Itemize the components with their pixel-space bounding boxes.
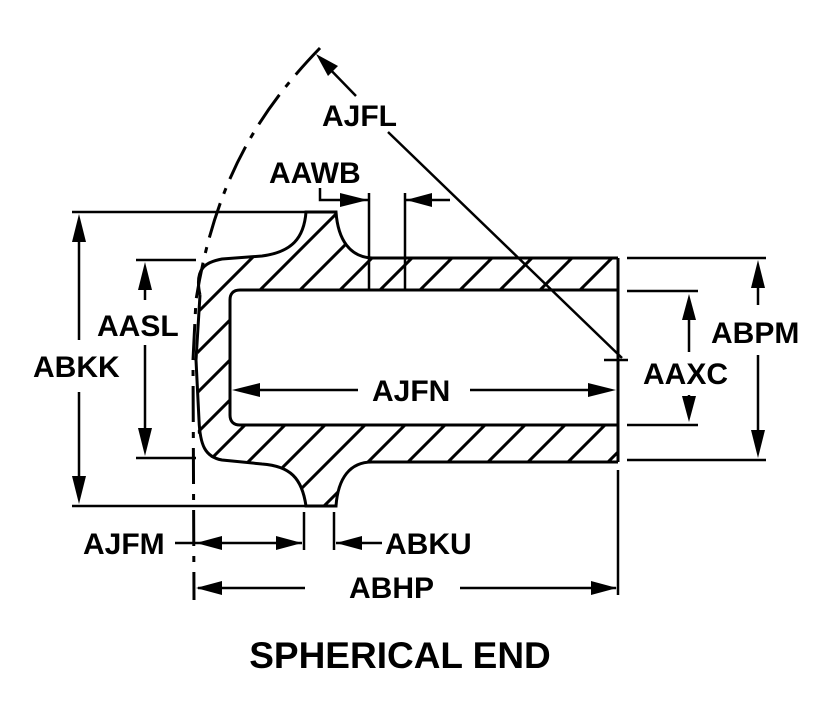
hatch-line	[197, 212, 312, 506]
label-abpm: ABPM	[711, 317, 799, 350]
ajfm-abku-dimension: AJFM ABKU	[83, 512, 472, 561]
hatch-line	[588, 212, 618, 506]
hatch-line	[197, 212, 392, 506]
label-ajfl: AJFL	[322, 100, 397, 133]
hatch-line	[548, 212, 618, 506]
spherical-radius-arc	[191, 46, 322, 601]
hatch-line	[670, 200, 840, 600]
hatch-line	[508, 212, 618, 506]
aaxc-dimension: AAXC	[627, 289, 728, 427]
hatch-line	[197, 212, 352, 506]
hatch-line	[630, 200, 840, 600]
label-abku: ABKU	[385, 528, 472, 561]
label-ajfm: AJFM	[83, 528, 165, 561]
figure-title: SPHERICAL END	[249, 635, 551, 676]
hatch-line	[750, 200, 840, 600]
part-outline	[194, 210, 620, 508]
label-aaxc: AAXC	[643, 358, 728, 391]
hatch-line	[468, 212, 618, 506]
ajfl-dimension: AJFL	[316, 54, 628, 362]
hatch-line	[790, 200, 840, 600]
label-abhp: ABHP	[349, 572, 434, 605]
label-ajfn: AJFN	[372, 375, 450, 408]
label-aawb: AAWB	[269, 157, 361, 190]
aawb-dimension: AAWB	[269, 157, 450, 290]
label-abkk: ABKK	[33, 351, 120, 384]
abpm-dimension: ABPM	[627, 256, 799, 462]
aasl-dimension: AASL	[97, 258, 196, 460]
abkk-dimension: ABKK	[33, 210, 306, 508]
abhp-dimension: ABHP	[196, 572, 617, 605]
ajfn-dimension: AJFN	[232, 375, 616, 408]
hatch-line	[710, 200, 840, 600]
label-aasl: AASL	[97, 310, 179, 343]
